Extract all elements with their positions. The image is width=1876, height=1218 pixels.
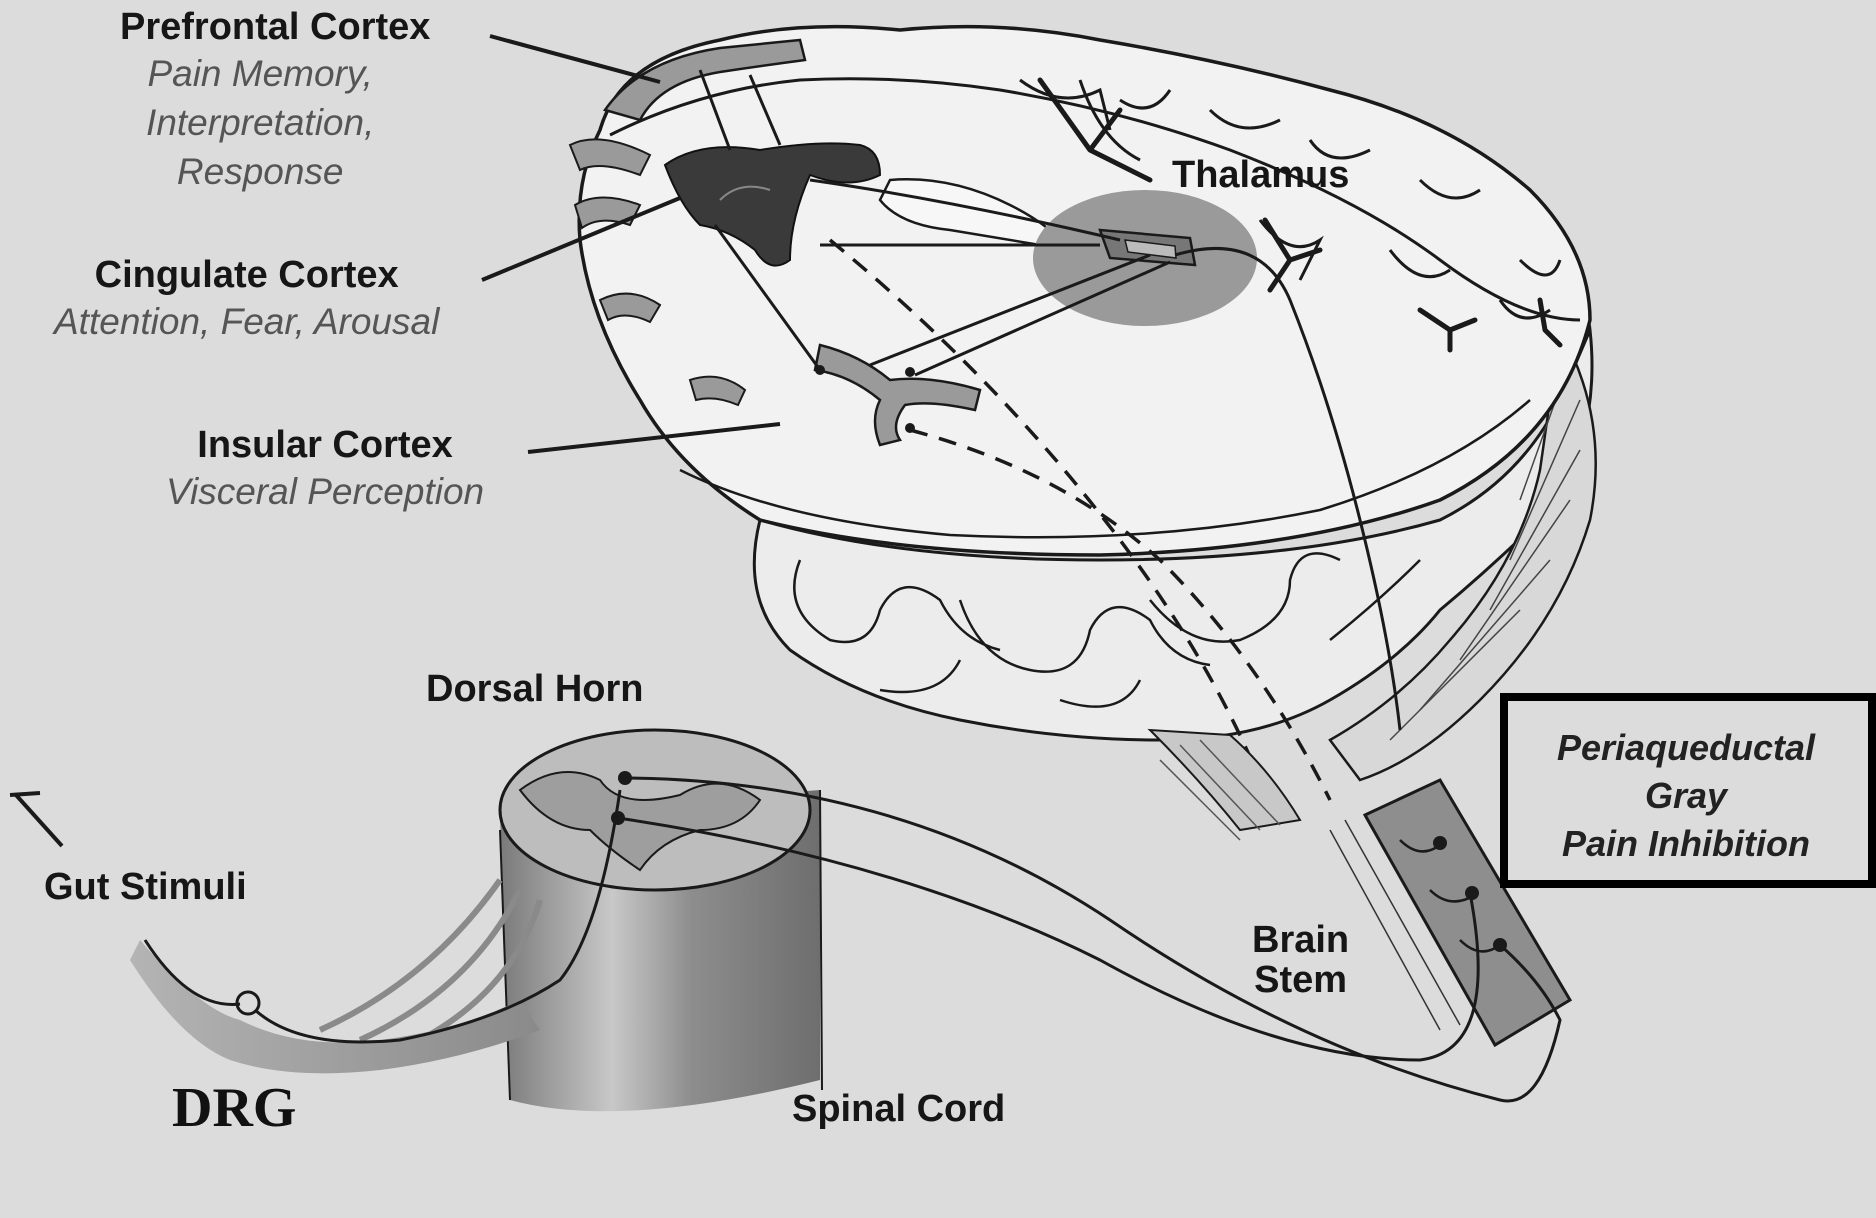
pag-line-2: Gray bbox=[1645, 772, 1727, 820]
insular-label: Insular Cortex Visceral Perception bbox=[166, 424, 484, 516]
prefrontal-label: Prefrontal Cortex Pain Memory, Interpret… bbox=[120, 6, 430, 196]
spinal-cord-label: Spinal Cord bbox=[792, 1088, 1005, 1131]
brain bbox=[570, 27, 1596, 800]
gut-stimuli-label: Gut Stimuli bbox=[44, 866, 247, 909]
brain-stem-line-1: Brain bbox=[1252, 920, 1349, 960]
prefrontal-desc-1: Pain Memory, bbox=[147, 49, 373, 98]
prefrontal-desc-2: Interpretation, bbox=[146, 98, 374, 147]
drg-label: DRG bbox=[172, 1076, 296, 1140]
cingulate-title: Cingulate Cortex bbox=[95, 254, 399, 297]
thalamus-label: Thalamus bbox=[1172, 154, 1349, 197]
dorsal-horn-label: Dorsal Horn bbox=[426, 668, 643, 711]
cingulate-label: Cingulate Cortex Attention, Fear, Arousa… bbox=[54, 254, 439, 346]
pag-line-3: Pain Inhibition bbox=[1562, 820, 1810, 868]
pag-line-1: Periaqueductal bbox=[1557, 724, 1815, 772]
insular-desc: Visceral Perception bbox=[166, 467, 484, 516]
brain-stem-line-2: Stem bbox=[1254, 960, 1347, 1000]
prefrontal-title: Prefrontal Cortex bbox=[120, 6, 430, 49]
brain-stem-label: Brain Stem bbox=[1252, 920, 1349, 1000]
pag-label: Periaqueductal Gray Pain Inhibition bbox=[1516, 724, 1856, 868]
cingulate-desc: Attention, Fear, Arousal bbox=[54, 297, 439, 346]
insular-title: Insular Cortex bbox=[197, 424, 453, 467]
prefrontal-desc-3: Response bbox=[177, 147, 344, 196]
